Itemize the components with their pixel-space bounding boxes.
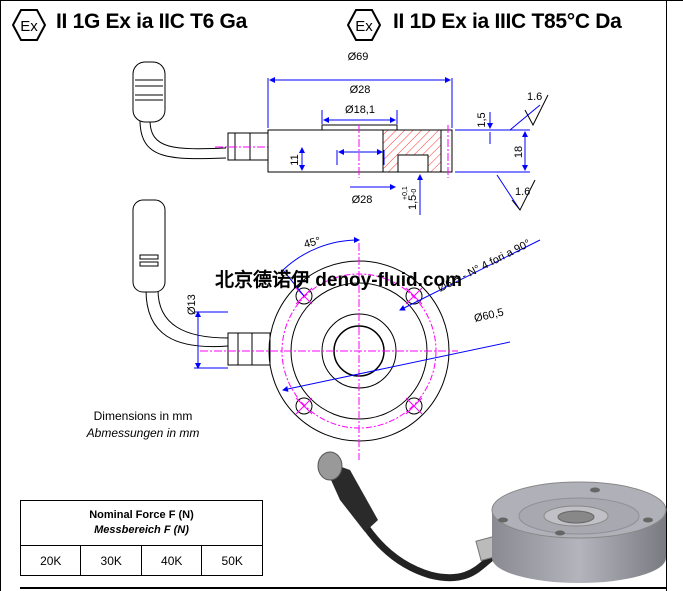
svg-text:1,5: 1,5 (476, 112, 488, 127)
units-note: Dimensions in mm Abmessungen in mm (78, 408, 208, 442)
svg-text:45°: 45° (303, 235, 322, 251)
svg-text:Ø69: Ø69 (348, 51, 369, 63)
table-row: 20K 30K 40K 50K (19, 545, 263, 576)
svg-text:-0: -0 (411, 189, 418, 195)
svg-text:Ø28: Ø28 (352, 194, 373, 206)
header-en: Nominal Force F (N) (89, 509, 194, 521)
cert-dust: II 1D Ex ia IIIC T85°C Da (393, 10, 622, 33)
svg-text:1,5: 1,5 (407, 195, 419, 210)
frame-line (0, 0, 1, 591)
svg-text:Ex: Ex (20, 18, 38, 35)
atex-ex-icon: Ex (12, 9, 46, 41)
table-cell: 20K (19, 545, 82, 576)
header-de: Messbereich F (N) (94, 524, 189, 536)
product-render (317, 451, 667, 583)
plug (132, 199, 166, 293)
frame-line (666, 0, 667, 591)
atex-ex-icon: Ex (347, 9, 381, 41)
svg-text:Ø28: Ø28 (350, 84, 371, 96)
svg-text:Ø13: Ø13 (186, 294, 198, 315)
table-cell: 50K (201, 545, 263, 576)
frame-line (20, 587, 667, 589)
svg-text:Ex: Ex (355, 18, 373, 35)
svg-text:+0,1: +0,1 (402, 186, 409, 200)
nominal-force-table: Nominal Force F (N) Messbereich F (N) 20… (19, 500, 263, 576)
svg-text:Ø18,1: Ø18,1 (345, 104, 375, 116)
table-cell: 30K (80, 545, 142, 576)
table-header: Nominal Force F (N) Messbereich F (N) (20, 500, 263, 546)
side-view: Ø69 Ø28 Ø18,1 Ø28 1,5 18 11 1,5 +0,1 -0 … (132, 51, 549, 215)
svg-text:Ø60,5: Ø60,5 (473, 306, 505, 324)
svg-text:1.6: 1.6 (515, 186, 530, 198)
svg-text:18: 18 (513, 146, 525, 158)
units-note-en: Dimensions in mm (93, 409, 193, 423)
table-cell: 40K (140, 545, 203, 576)
svg-text:1.6: 1.6 (527, 91, 542, 103)
cert-gas: II 1G Ex ia IIC T6 Ga (56, 10, 247, 33)
frame-line (0, 0, 683, 1)
watermark: 北京德诺伊 denoy-fluid.com (215, 270, 463, 291)
svg-text:11: 11 (289, 154, 301, 165)
plug (132, 61, 166, 123)
units-note-de: Abmessungen in mm (86, 426, 200, 440)
